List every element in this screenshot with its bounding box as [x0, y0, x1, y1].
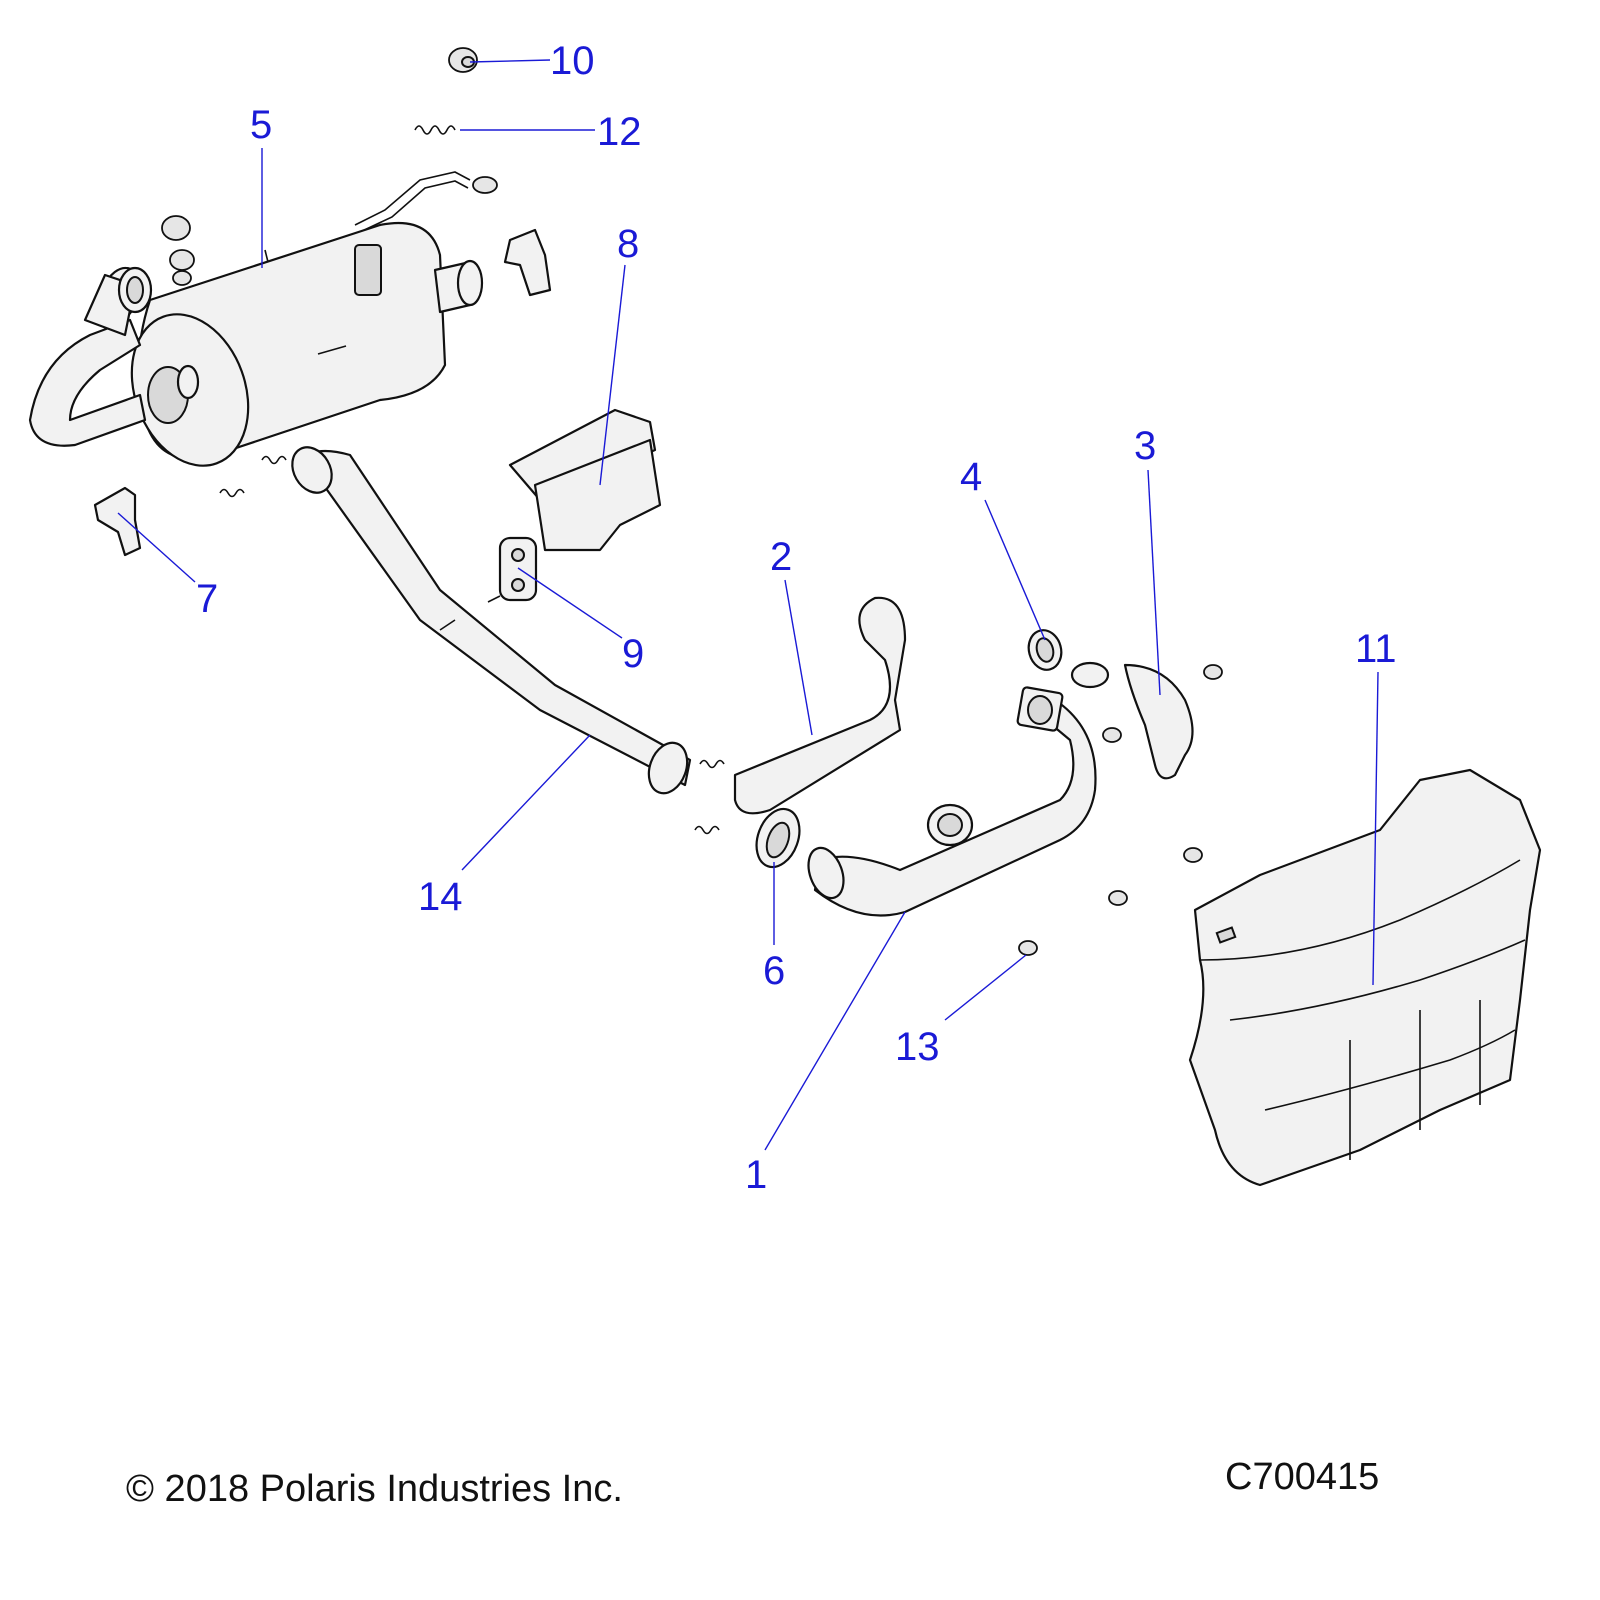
heat-shield-bracket — [508, 408, 662, 552]
rubber-isolator — [498, 536, 538, 602]
grommet — [448, 47, 478, 73]
springs-muffler — [219, 455, 287, 498]
clamp — [926, 629, 1110, 847]
muffler-gasket — [117, 266, 153, 314]
callout-1: 1 — [745, 1153, 767, 1197]
bolt — [1018, 664, 1223, 956]
heat-shield-small — [733, 596, 907, 815]
callout-10: 10 — [550, 39, 595, 83]
callout-7: 7 — [196, 577, 218, 621]
callout-12: 12 — [597, 110, 642, 154]
callout-5: 5 — [250, 103, 272, 147]
figure-id: C700415 — [1225, 1456, 1380, 1498]
spring — [414, 125, 456, 135]
callout-13: 13 — [895, 1025, 940, 1069]
callout-6: 6 — [763, 949, 785, 993]
callout-14: 14 — [418, 875, 463, 919]
callout-4: 4 — [960, 455, 982, 499]
springs-midpipe — [694, 759, 725, 835]
large-heat-shield — [1188, 768, 1542, 1187]
gasket-seal — [755, 807, 801, 869]
callout-9: 9 — [622, 632, 644, 676]
callout-8: 8 — [617, 222, 639, 266]
heat-shield-cap — [1123, 663, 1194, 780]
grommet-small — [161, 215, 192, 286]
copyright-text: © 2018 Polaris Industries Inc. — [126, 1468, 623, 1510]
callout-2: 2 — [770, 535, 792, 579]
callout-11: 11 — [1355, 627, 1397, 671]
muffler-bracket — [503, 228, 552, 297]
callouts: 10 12 5 8 7 9 2 4 3 11 14 6 13 — [117, 39, 1397, 1197]
mounting-bracket — [93, 486, 142, 557]
muffler — [28, 171, 498, 467]
callout-3: 3 — [1134, 424, 1156, 468]
head-pipe — [807, 686, 1097, 917]
mid-pipe — [291, 446, 692, 795]
